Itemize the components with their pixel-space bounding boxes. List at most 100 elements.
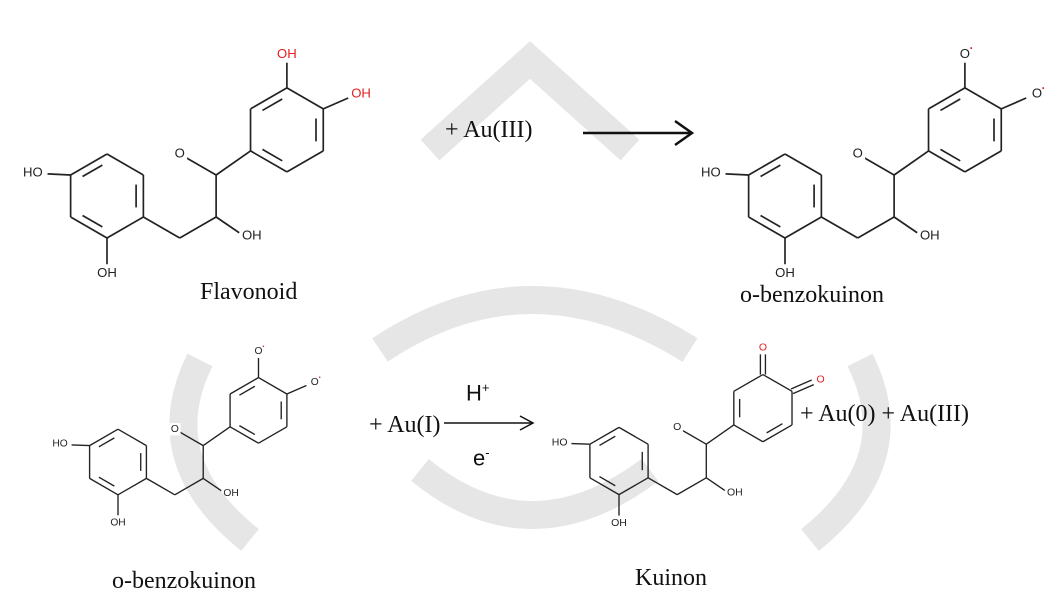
ring-b-bond [733, 424, 764, 443]
hydroxyl-c3: OH [920, 227, 940, 242]
bond [705, 424, 735, 445]
double-bond [760, 214, 781, 228]
double-bond [940, 98, 961, 112]
radical-mark-3: · [968, 38, 974, 57]
bond [647, 477, 678, 496]
ring-oxygen: O [673, 421, 681, 433]
hydroxyl-7: HO [23, 164, 43, 179]
ring-b-bond [258, 426, 288, 444]
double-bond [766, 423, 783, 434]
radical-mark-4: · [1040, 77, 1046, 96]
ring-oxygen: O [175, 145, 185, 160]
label-o-benzokuinon-1: o-benzokuinon [740, 282, 884, 308]
bond [820, 216, 859, 239]
ring-b-bond [229, 426, 259, 444]
double-bond [940, 148, 961, 162]
ring-a-bond [106, 216, 144, 239]
bond [322, 97, 349, 110]
bond [705, 477, 726, 491]
ring-a-bond [618, 426, 649, 445]
bond [893, 216, 918, 234]
radical-mark-4: · [317, 369, 321, 384]
double-bond [599, 476, 616, 487]
condition-proton: H+ [466, 380, 489, 406]
hydroxyl-4: OH [351, 86, 371, 101]
reagent-au-iii: + Au(III) [445, 117, 533, 143]
hydroxyl-5: OH [110, 517, 125, 528]
ring-b-bond [928, 150, 966, 173]
ring-a-bond [589, 477, 620, 496]
ring-b-bond [229, 376, 259, 395]
bond [215, 150, 252, 176]
label-o-benzokuinon-2: o-benzokuinon [112, 568, 256, 594]
bond [202, 426, 231, 447]
hydroxyl-c3: OH [727, 487, 743, 499]
ring-a-bond [589, 426, 620, 445]
hydroxyl-7: HO [52, 439, 67, 450]
ring-b-bond [928, 87, 966, 110]
radical-oxygen-4: O [1032, 86, 1042, 101]
bond [174, 477, 204, 496]
bond [142, 216, 181, 239]
bond [179, 216, 217, 239]
reagent-au-i: + Au(I) [369, 412, 441, 438]
ring-a-bond [89, 428, 119, 447]
hydroxyl-7: HO [552, 436, 568, 448]
hydroxyl-c3: OH [223, 488, 238, 499]
ring-b-bond [250, 150, 288, 173]
ring-b-bond [762, 424, 793, 443]
condition-electron: e- [473, 445, 490, 471]
bond [676, 477, 707, 496]
bond [202, 477, 222, 492]
ring-a-bond [117, 428, 147, 447]
double-bond [82, 164, 103, 178]
condition-proton-symbol: H [466, 380, 482, 406]
double-bond [760, 164, 781, 178]
ring-a-bond [117, 477, 147, 496]
hydroxyl-3: OH [277, 46, 297, 61]
ring-b-bond [964, 150, 1002, 173]
bond [146, 477, 176, 496]
ring-b-bond [733, 373, 764, 392]
radical-oxygen-3: O [960, 46, 970, 61]
hydroxyl-c3: OH [242, 227, 262, 242]
ring-a-bond [106, 153, 144, 176]
ring-a-bond [784, 216, 822, 239]
ring-b-bond [762, 373, 793, 392]
label-kuinon: Kuinon [635, 565, 707, 591]
double-bond [599, 435, 616, 446]
ring-a-bond [748, 216, 786, 239]
hydroxyl-7: HO [701, 164, 721, 179]
double-bond [262, 98, 283, 112]
carbonyl-oxygen-4: O [816, 373, 824, 385]
hydroxyl-5: OH [775, 265, 795, 280]
radical-oxygen-4: O [311, 377, 319, 388]
ring-oxygen: O [853, 145, 863, 160]
ring-b-bond [286, 87, 324, 110]
label-background [671, 421, 684, 434]
label-background [850, 146, 866, 162]
double-bond [98, 437, 115, 448]
bond [725, 173, 749, 176]
bond [893, 150, 930, 176]
label-background [172, 146, 188, 162]
condition-proton-charge: + [481, 380, 490, 395]
ring-b-bond [286, 150, 324, 173]
hydroxyl-5: OH [97, 265, 117, 280]
bond [215, 216, 240, 234]
ring-a-bond [89, 477, 119, 496]
ring-a-bond [70, 216, 108, 239]
radical-oxygen-3: O [254, 346, 262, 357]
bond [1000, 97, 1027, 110]
bond [71, 444, 90, 447]
bond [571, 442, 590, 445]
ring-a-bond [784, 153, 822, 176]
byproducts: + Au(0) + Au(III) [800, 401, 970, 427]
carbonyl-bond [790, 379, 813, 390]
bond [286, 384, 307, 395]
